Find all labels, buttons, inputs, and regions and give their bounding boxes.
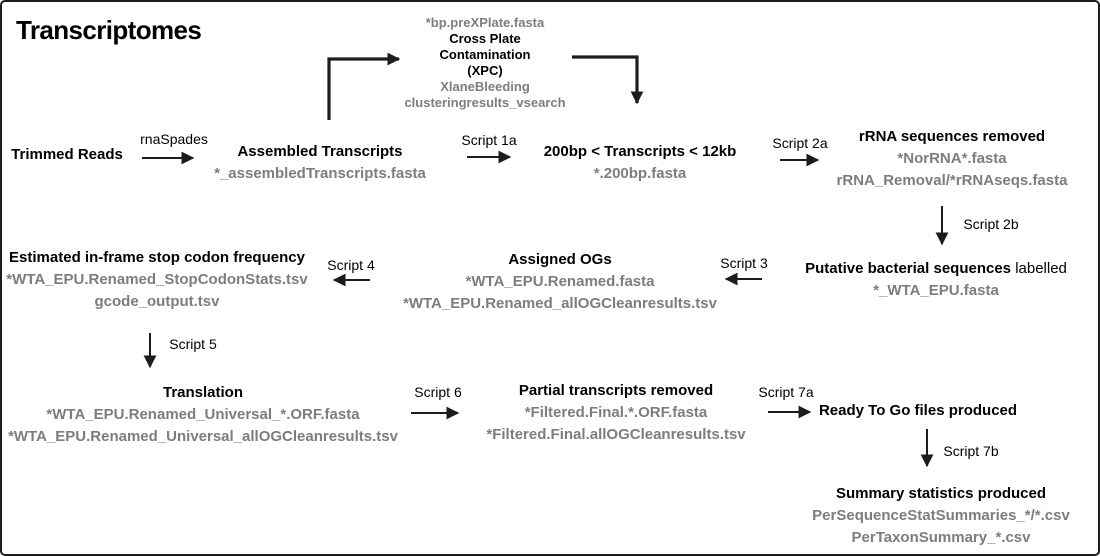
node-title-line: (XPC)	[467, 63, 503, 78]
node-file: clusteringresults_vsearch	[404, 95, 566, 110]
arrow-to-xpc	[327, 52, 401, 120]
node-title-normal: labelled	[1015, 260, 1067, 277]
node-cross-plate-contamination: *bp.preXPlate.fasta Cross Plate Contamin…	[404, 15, 565, 111]
edge-label-script-2b: Script 2b	[963, 216, 1019, 232]
node-title: rRNA sequences removed	[858, 128, 1046, 145]
node-partial-removed: Partial transcripts removed *Filtered.Fi…	[486, 380, 745, 446]
node-title: Putative bacterial sequences labelled	[805, 258, 1067, 280]
node-file: *WTA_EPU.Renamed_Universal_*.ORF.fasta	[46, 406, 360, 423]
page-title: Transcriptomes	[16, 15, 202, 45]
node-title: Trimmed Reads	[11, 146, 123, 163]
node-title-line: Contamination	[439, 47, 531, 62]
node-title: Partial transcripts removed	[518, 382, 714, 399]
node-file: PerTaxonSummary_*.csv	[851, 529, 1031, 546]
node-file: XlaneBleeding	[440, 79, 530, 94]
edge-label-script-1a: Script 1a	[461, 132, 517, 148]
node-title: Ready To Go files produced	[818, 402, 1018, 419]
node-file: *_WTA_EPU.fasta	[873, 282, 999, 299]
edge-label-script-6: Script 6	[414, 384, 462, 400]
edge-label-rnaspades: rnaSpades	[140, 131, 208, 147]
node-file: *WTA_EPU.Renamed_Universal_allOGCleanres…	[8, 428, 398, 445]
node-summary-stats: Summary statistics produced PerSequenceS…	[812, 483, 1070, 549]
node-title: Translation	[162, 384, 244, 401]
node-title: Summary statistics produced	[835, 485, 1047, 502]
node-file: *NorRNA*.fasta	[897, 150, 1007, 167]
node-file: *WTA_EPU.Renamed_StopCodonStats.tsv	[6, 271, 308, 288]
edge-label-script-3: Script 3	[720, 255, 768, 271]
node-file: *_assembledTranscripts.fasta	[214, 165, 426, 182]
node-translation: Translation *WTA_EPU.Renamed_Universal_*…	[8, 382, 398, 448]
node-trimmed-reads: Trimmed Reads	[11, 144, 123, 166]
node-file: rRNA_Removal/*rRNAseqs.fasta	[836, 172, 1068, 189]
arrow-from-xpc	[572, 55, 644, 105]
node-file: *Filtered.Final.allOGCleanresults.tsv	[486, 426, 746, 443]
node-title-line: Cross Plate	[449, 31, 521, 46]
edge-label-script-2a: Script 2a	[772, 135, 828, 151]
node-stop-codon-frequency: Estimated in-frame stop codon frequency …	[6, 247, 307, 313]
node-file: gcode_output.tsv	[94, 293, 220, 310]
node-file: *WTA_EPU.Renamed.fasta	[465, 273, 655, 290]
node-putative-bacterial: Putative bacterial sequences labelled *_…	[805, 258, 1067, 302]
node-file: PerSequenceStatSummaries_*/*.csv	[812, 507, 1070, 524]
node-title: 200bp < Transcripts < 12kb	[543, 143, 737, 160]
node-file: *.200bp.fasta	[593, 165, 687, 182]
node-rrna-removed: rRNA sequences removed *NorRNA*.fasta rR…	[837, 126, 1068, 192]
edge-label-script-7a: Script 7a	[758, 384, 814, 400]
edge-label-script-4: Script 4	[327, 257, 375, 273]
edge-label-script-7b: Script 7b	[943, 443, 999, 459]
node-title: Assembled Transcripts	[237, 143, 403, 160]
node-ready-to-go: Ready To Go files produced	[819, 400, 1017, 422]
node-title: Assigned OGs	[508, 251, 612, 268]
node-assembled-transcripts: Assembled Transcripts *_assembledTranscr…	[214, 141, 426, 185]
edge-label-script-5: Script 5	[169, 336, 217, 352]
node-assigned-ogs: Assigned OGs *WTA_EPU.Renamed.fasta *WTA…	[403, 249, 717, 315]
node-input-file: *bp.preXPlate.fasta	[425, 15, 545, 30]
node-file: *WTA_EPU.Renamed_allOGCleanresults.tsv	[403, 295, 717, 312]
node-file: *Filtered.Final.*.ORF.fasta	[524, 404, 708, 421]
node-title-bold: Putative bacterial sequences	[805, 260, 1012, 277]
node-length-filtered: 200bp < Transcripts < 12kb *.200bp.fasta	[544, 141, 737, 185]
node-title: Estimated in-frame stop codon frequency	[9, 249, 305, 266]
